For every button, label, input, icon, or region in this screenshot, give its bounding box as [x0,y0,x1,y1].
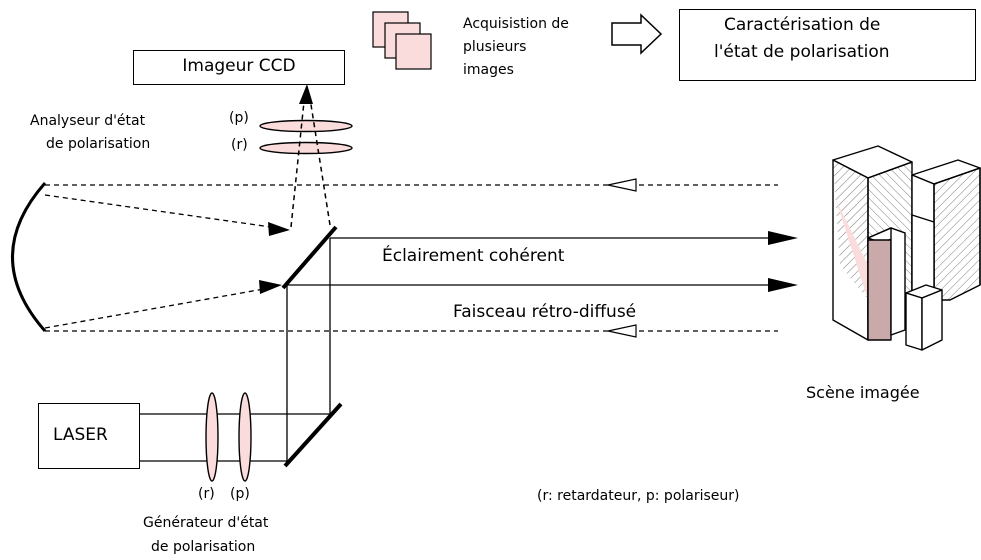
coherent-illumination-label: Éclairement cohérent [382,246,565,266]
generator-retarder-optic [205,392,219,482]
acquisition-line-2: plusieurs [463,39,527,55]
characterization-line-2: l'état de polarisation [714,42,890,62]
upper-fold-mirror [281,225,338,290]
generator-line-2: de polarisation [151,539,256,555]
imaged-scene-illustration [832,145,981,351]
acquired-images-icon [372,11,432,70]
generator-r-label: (r) [198,486,215,502]
scene-label: Scène imagée [806,383,920,402]
backscatter-dashed-rays [44,184,778,332]
generator-polarizer-optic [238,392,252,482]
analyzer-line-1: Analyseur d'état [30,113,146,129]
concave-mirror [11,182,47,332]
ccd-arrowhead-icon [299,84,313,104]
laser-beam-paths [139,237,790,462]
acquisition-line-1: Acquisistion de [463,16,569,32]
ccd-return-paths [290,91,331,228]
hollow-arrowhead-bottom-icon [607,324,637,338]
laser-label: LASER [53,425,108,445]
legend-note: (r: retardateur, p: polariseur) [537,488,740,504]
backscattered-beam-label: Faisceau rétro-diffusé [453,302,637,322]
analyzer-r-label: (r) [231,137,248,153]
analyzer-p-label: (p) [229,110,249,126]
analyzer-line-2: de polarisation [46,136,151,152]
characterization-box: Caractérisation de l'état de polarisatio… [679,9,976,81]
generator-p-label: (p) [230,486,250,502]
lower-fold-mirror [283,402,343,468]
characterization-line-1: Caractérisation de [724,15,881,35]
ray-arrowhead-lower-icon [259,280,282,294]
analyzer-polarizer-optic [259,119,353,133]
generator-line-1: Générateur d'état [143,515,269,531]
ray-arrowhead-upper-icon [268,222,290,236]
analyzer-retarder-optic [259,141,353,155]
hollow-arrow-icon [611,13,663,55]
beam-arrowhead-upper-icon [768,231,798,245]
ccd-imager-box: Imageur CCD [133,50,345,85]
laser-box: LASER [38,403,140,469]
beam-arrowhead-lower-icon [768,278,798,292]
hollow-arrowhead-top-icon [607,178,637,192]
acquisition-line-3: images [463,62,514,78]
ccd-imager-label: Imageur CCD [182,56,296,76]
